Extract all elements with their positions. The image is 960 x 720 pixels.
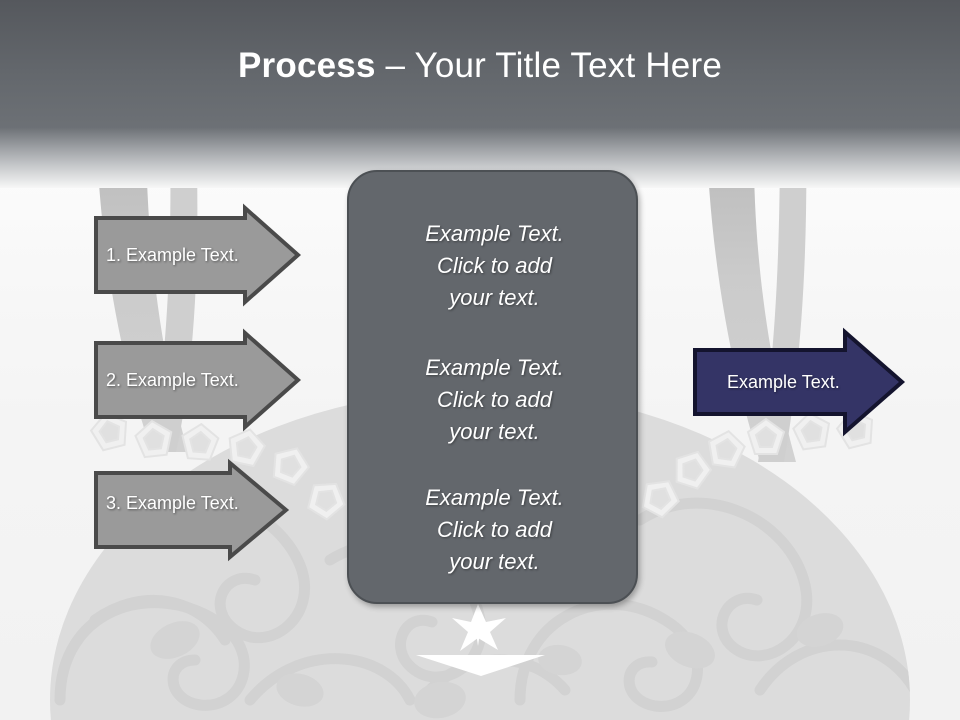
- process-arrow-2[interactable]: [90, 325, 310, 437]
- sparkle-star-icon: [452, 604, 506, 651]
- center-text-block-2: Example Text. Click to add your text.: [425, 355, 564, 444]
- white-down-wedge: [416, 655, 545, 676]
- page-title-rest: – Your Title Text Here: [375, 46, 722, 85]
- gem-chain-left: [89, 412, 346, 521]
- page-title-strong: Process: [238, 46, 376, 85]
- center-text-block-1: Example Text. Click to add your text.: [425, 221, 564, 310]
- gem-chain-right: [641, 410, 874, 519]
- process-arrow-1[interactable]: [90, 200, 310, 312]
- process-arrow-3[interactable]: [90, 455, 310, 567]
- header-band: [0, 0, 960, 130]
- page-title: Process – Your Title Text Here: [0, 46, 960, 86]
- filigree-leaves: [150, 613, 844, 719]
- center-text-block-3: Example Text. Click to add your text.: [425, 485, 564, 574]
- center-content-box[interactable]: Example Text. Click to add your text. Ex…: [347, 170, 638, 604]
- result-arrow[interactable]: [690, 322, 908, 442]
